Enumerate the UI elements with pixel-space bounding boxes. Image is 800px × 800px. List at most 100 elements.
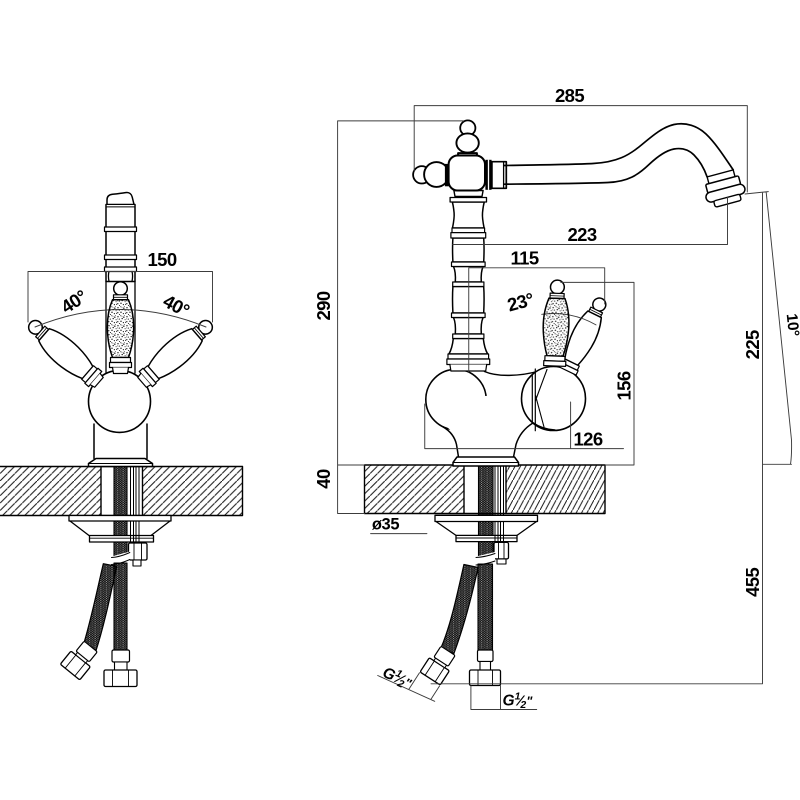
- dimension-lines-outline-4: [468, 267, 606, 373]
- front-handle-center-segment-2: [109, 356, 132, 364]
- side-view: 285 223 115 290 40 225 455 156 126 ø35 2…: [313, 85, 800, 711]
- front-faucet-body: [27, 191, 214, 468]
- dim-150-outline: [27, 271, 213, 323]
- thread-label-straight-label-fragment-3: ⁄: [515, 693, 526, 710]
- front-hose-straight-segment-4: [103, 669, 138, 688]
- side-hose-diagonal-outline: [440, 563, 479, 655]
- side-mounting-hardware: [434, 514, 539, 565]
- front-spout-column-outline-2: [107, 270, 134, 283]
- side-cross-head-segment-3: [444, 163, 449, 187]
- front-countertop-segment-2: [142, 466, 243, 516]
- front-supply-shank-outline: [130, 466, 140, 516]
- dimension-lines-outline-9: [470, 685, 538, 710]
- side-mounting-hardware-outline-2: [494, 521, 504, 543]
- side-handle-closed-segment-3: [543, 360, 567, 368]
- side-cross-head-ball-4: [455, 132, 480, 154]
- side-mounting-hardware-segment-2: [455, 534, 518, 543]
- front-hose-diagonal-outline-2: [64, 654, 86, 677]
- dimension-lines: [337, 105, 793, 710]
- side-countertop-segment: [364, 465, 464, 514]
- side-faucet-body-outline-5: [531, 368, 556, 431]
- side-hose-diagonal-segment-3: [433, 657, 447, 669]
- side-spout-column-outline: [451, 201, 486, 229]
- front-handle-left: [27, 319, 104, 388]
- side-handle-closed: [542, 279, 570, 368]
- front-spout-column: [103, 191, 138, 374]
- dim-150-label: 150: [147, 249, 176, 270]
- front-spout-column-segment-3: [103, 226, 138, 233]
- dimension-lines-outline-7: [430, 191, 793, 685]
- dim-285-label: 285: [555, 85, 584, 106]
- side-mounting-hardware-segment-3: [493, 541, 510, 560]
- front-hose-diagonal-outline: [82, 563, 118, 651]
- side-hose-straight-segment-2: [476, 649, 494, 663]
- side-spout-column-segment-2: [451, 227, 486, 234]
- side-faucet-body-outline-3: [483, 370, 540, 377]
- thread-label-straight-label-fragment-4: 2: [519, 699, 526, 711]
- side-hose-straight-segment-4: [468, 669, 502, 687]
- dimension-lines-outline-2: [337, 120, 465, 514]
- dim-150: [27, 271, 213, 323]
- thread-label-diagonal-label-label-fragment-4: 2: [395, 677, 406, 691]
- front-handle-center-outline-2: [111, 366, 130, 375]
- side-cross-head-segment-2: [447, 154, 487, 192]
- front-handle-right-outline-2: [137, 372, 152, 388]
- thread-label-diagonal-label-label-fragment-2: 1: [394, 667, 404, 680]
- front-hose-break-patch: [111, 551, 130, 566]
- dimension-lines-outline-5: [560, 281, 635, 466]
- side-faucet-body-outline: [443, 396, 533, 457]
- side-hose-straight-segment: [477, 563, 494, 651]
- front-handle-center-outline: [106, 299, 135, 359]
- front-handle-right-edge-line: [193, 327, 204, 339]
- side-spout-column-segment-3: [450, 232, 487, 239]
- front-handle-left-edge-line: [37, 327, 48, 339]
- side-spout-tube-outline-2: [503, 147, 708, 186]
- thread-label-straight-label-fragment-5: ": [526, 694, 533, 709]
- front-hose-straight: [103, 562, 138, 688]
- dim-hole-label: ø35: [372, 516, 399, 534]
- front-mounting-hardware-outline-2: [130, 520, 140, 544]
- dimension-lines-outline-3: [452, 197, 728, 245]
- front-mounting-hardware-outline-3: [133, 542, 142, 561]
- side-supply-shank-outline: [494, 464, 504, 516]
- front-handle-center-ball: [112, 280, 129, 297]
- front-spout-column-outline-3: [105, 280, 136, 374]
- front-countertop: [0, 465, 244, 517]
- front-handle-right: [137, 319, 214, 388]
- dim-455-label: 455: [742, 567, 763, 596]
- dimension-lines-outline-10: [377, 672, 441, 702]
- thread-label-straight: G1⁄2": [503, 691, 534, 712]
- front-handle-left-outline-2: [89, 372, 104, 388]
- front-spout-column-segment-5: [103, 266, 138, 273]
- side-spout-tube-outline: [503, 122, 735, 171]
- dimension-lines-outline: [413, 105, 748, 193]
- side-mounting-hardware-outline: [435, 520, 538, 537]
- front-spout-column-segment-2: [105, 204, 136, 208]
- side-spout-column-segment-4: [450, 261, 486, 268]
- side-supply-shank-segment: [477, 464, 494, 558]
- front-hose-straight-segment-3: [113, 661, 128, 671]
- side-spout-column-segment: [449, 196, 488, 203]
- dim-290-label: 290: [313, 291, 334, 320]
- front-mounting-hardware-segment: [68, 514, 172, 522]
- thread-label-straight-label-fragment: G: [503, 693, 515, 710]
- side-mounting-hardware-segment: [434, 514, 539, 523]
- side-handle-open-edge-line: [589, 308, 602, 316]
- dim-223-label: 223: [567, 224, 596, 245]
- thread-label-diagonal: G1⁄2": [380, 664, 415, 691]
- front-spout-column-outline: [106, 191, 135, 206]
- side-faucet-body-outline-6: [452, 456, 520, 467]
- dim-225-label: 225: [742, 330, 763, 359]
- front-hose-diagonal: [60, 563, 118, 680]
- front-faucet-body-outline: [93, 423, 148, 460]
- front-hose-straight-outline: [112, 669, 129, 687]
- front-mounting-hardware-outline: [69, 520, 171, 537]
- dim-10-label: 10°: [783, 313, 800, 337]
- dim-115-label: 115: [510, 248, 538, 269]
- front-mounting-hardware-segment-3: [127, 542, 148, 561]
- front-faucet-body-outline-2: [87, 457, 154, 468]
- front-handle-center: [106, 280, 135, 375]
- dim-40-label: 40: [313, 469, 334, 489]
